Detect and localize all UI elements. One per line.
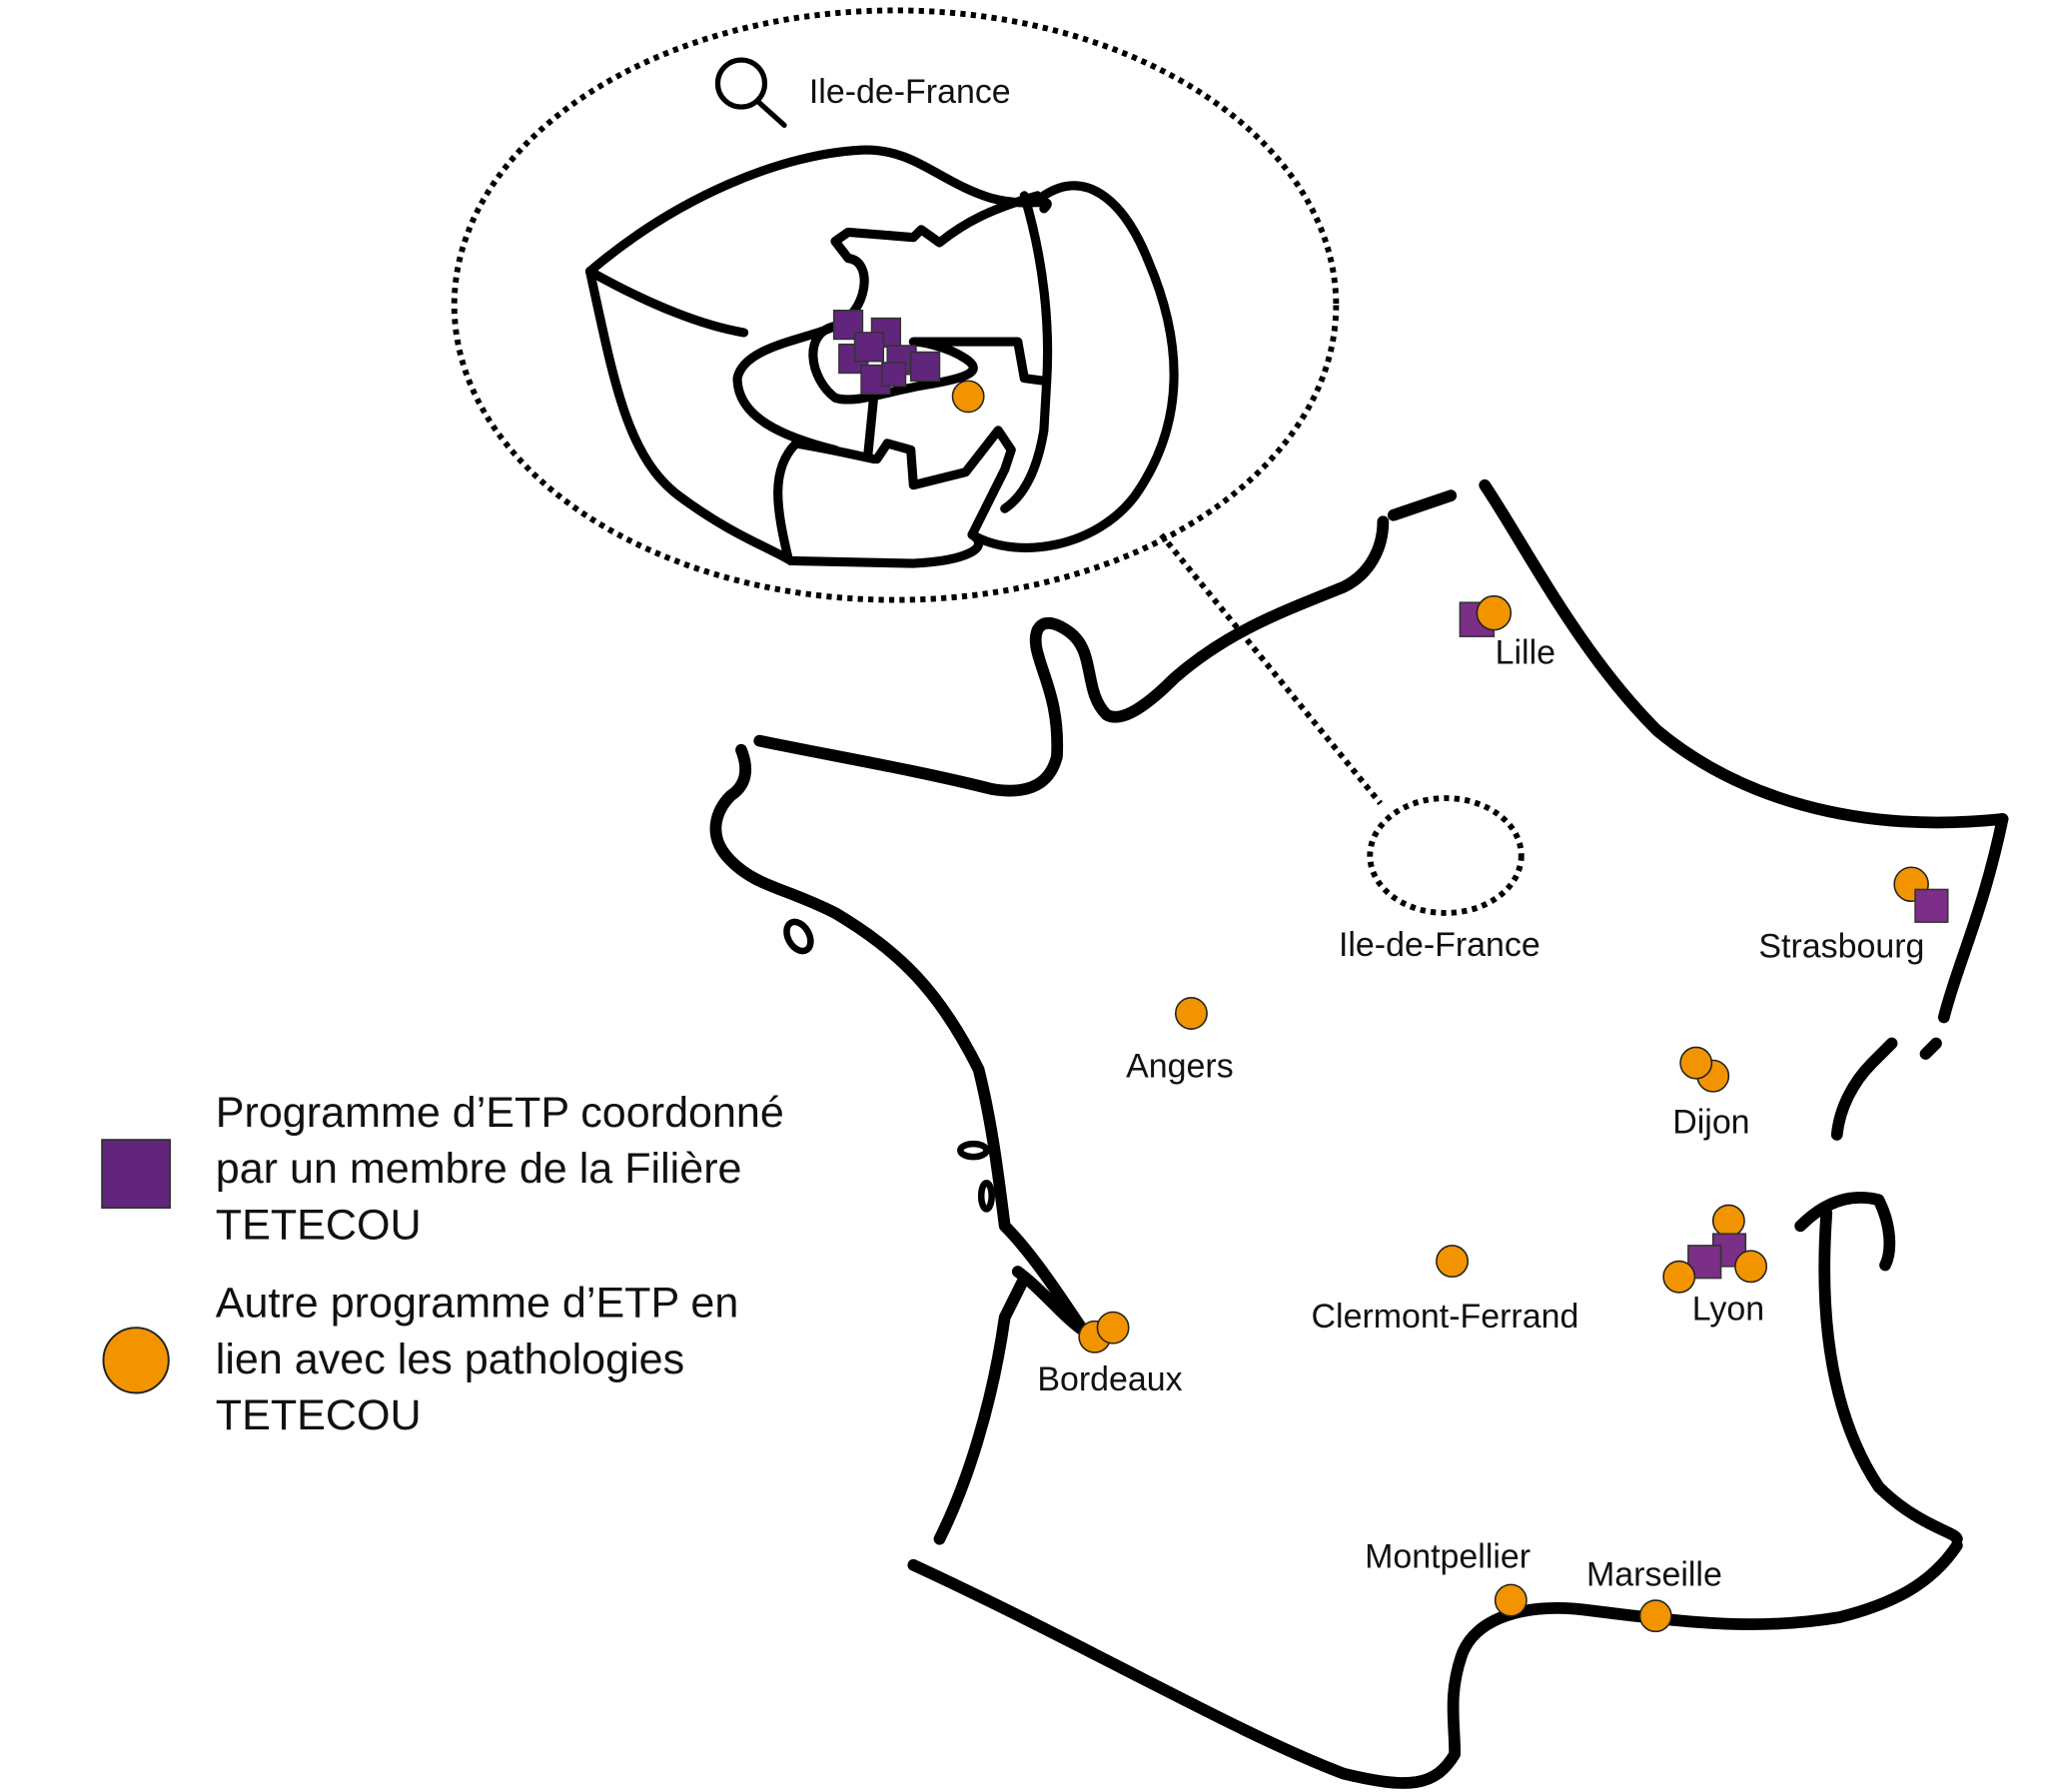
- legend-square-icon: [101, 1139, 172, 1210]
- magnifier-icon: [714, 57, 787, 128]
- strasbourg-square-marker[interactable]: [1914, 888, 1949, 923]
- inset-square-marker: [853, 332, 885, 363]
- legend-item-other: Autre programme d’ETP en lien avec les p…: [102, 1280, 739, 1439]
- legend-circle-icon: [102, 1327, 170, 1394]
- legend-text: Programme d’ETP coordonné: [216, 1089, 784, 1137]
- city-markers: [1078, 594, 1949, 1633]
- france-outline: [709, 478, 2009, 1789]
- legend-text: TETECOU: [216, 1391, 422, 1439]
- angers-circle-marker[interactable]: [1174, 997, 1208, 1030]
- lyon-circle-marker[interactable]: [1734, 1250, 1768, 1284]
- legend-item-coordinated: Programme d’ETP coordonné par un membre …: [101, 1089, 784, 1249]
- city-labels: Lille Strasbourg Dijon Lyon Angers Clerm…: [1037, 634, 1924, 1594]
- idf-zoom-circle: [1367, 795, 1525, 916]
- montpellier-circle-marker[interactable]: [1494, 1583, 1528, 1617]
- inset-markers: [832, 309, 985, 414]
- dijon-circle-marker[interactable]: [1679, 1046, 1713, 1080]
- legend: Programme d’ETP coordonné par un membre …: [101, 1089, 784, 1439]
- city-label-marseille: Marseille: [1586, 1556, 1722, 1594]
- city-label-angers: Angers: [1126, 1047, 1234, 1085]
- city-label-lyon: Lyon: [1692, 1290, 1764, 1328]
- legend-text: par un membre de la Filière: [216, 1145, 742, 1193]
- inset-square-marker: [881, 362, 907, 388]
- city-label-dijon: Dijon: [1672, 1104, 1749, 1142]
- lille-circle-marker[interactable]: [1476, 594, 1513, 631]
- marseille-circle-marker[interactable]: [1638, 1599, 1672, 1633]
- inset-circle-marker: [951, 380, 985, 414]
- city-label-montpellier: Montpellier: [1365, 1537, 1531, 1575]
- inset-square-marker: [909, 351, 941, 383]
- city-label-clermont-ferrand: Clermont-Ferrand: [1312, 1298, 1579, 1336]
- inset-title: Ile-de-France: [809, 73, 1011, 111]
- city-label-ile-de-france: Ile-de-France: [1339, 926, 1540, 964]
- city-label-bordeaux: Bordeaux: [1037, 1360, 1182, 1398]
- lyon-circle-marker[interactable]: [1711, 1204, 1745, 1238]
- idf-departments: [584, 145, 1179, 568]
- legend-text: TETECOU: [216, 1201, 422, 1249]
- bordeaux-circle-marker[interactable]: [1096, 1311, 1130, 1344]
- city-label-lille: Lille: [1496, 634, 1555, 672]
- clermont-circle-marker[interactable]: [1436, 1245, 1470, 1279]
- inset-boundary: [451, 7, 1340, 603]
- city-label-strasbourg: Strasbourg: [1758, 927, 1924, 965]
- lyon-circle-marker[interactable]: [1662, 1260, 1696, 1294]
- legend-text: Autre programme d’ETP en: [216, 1280, 739, 1328]
- legend-text: lien avec les pathologies: [216, 1336, 684, 1383]
